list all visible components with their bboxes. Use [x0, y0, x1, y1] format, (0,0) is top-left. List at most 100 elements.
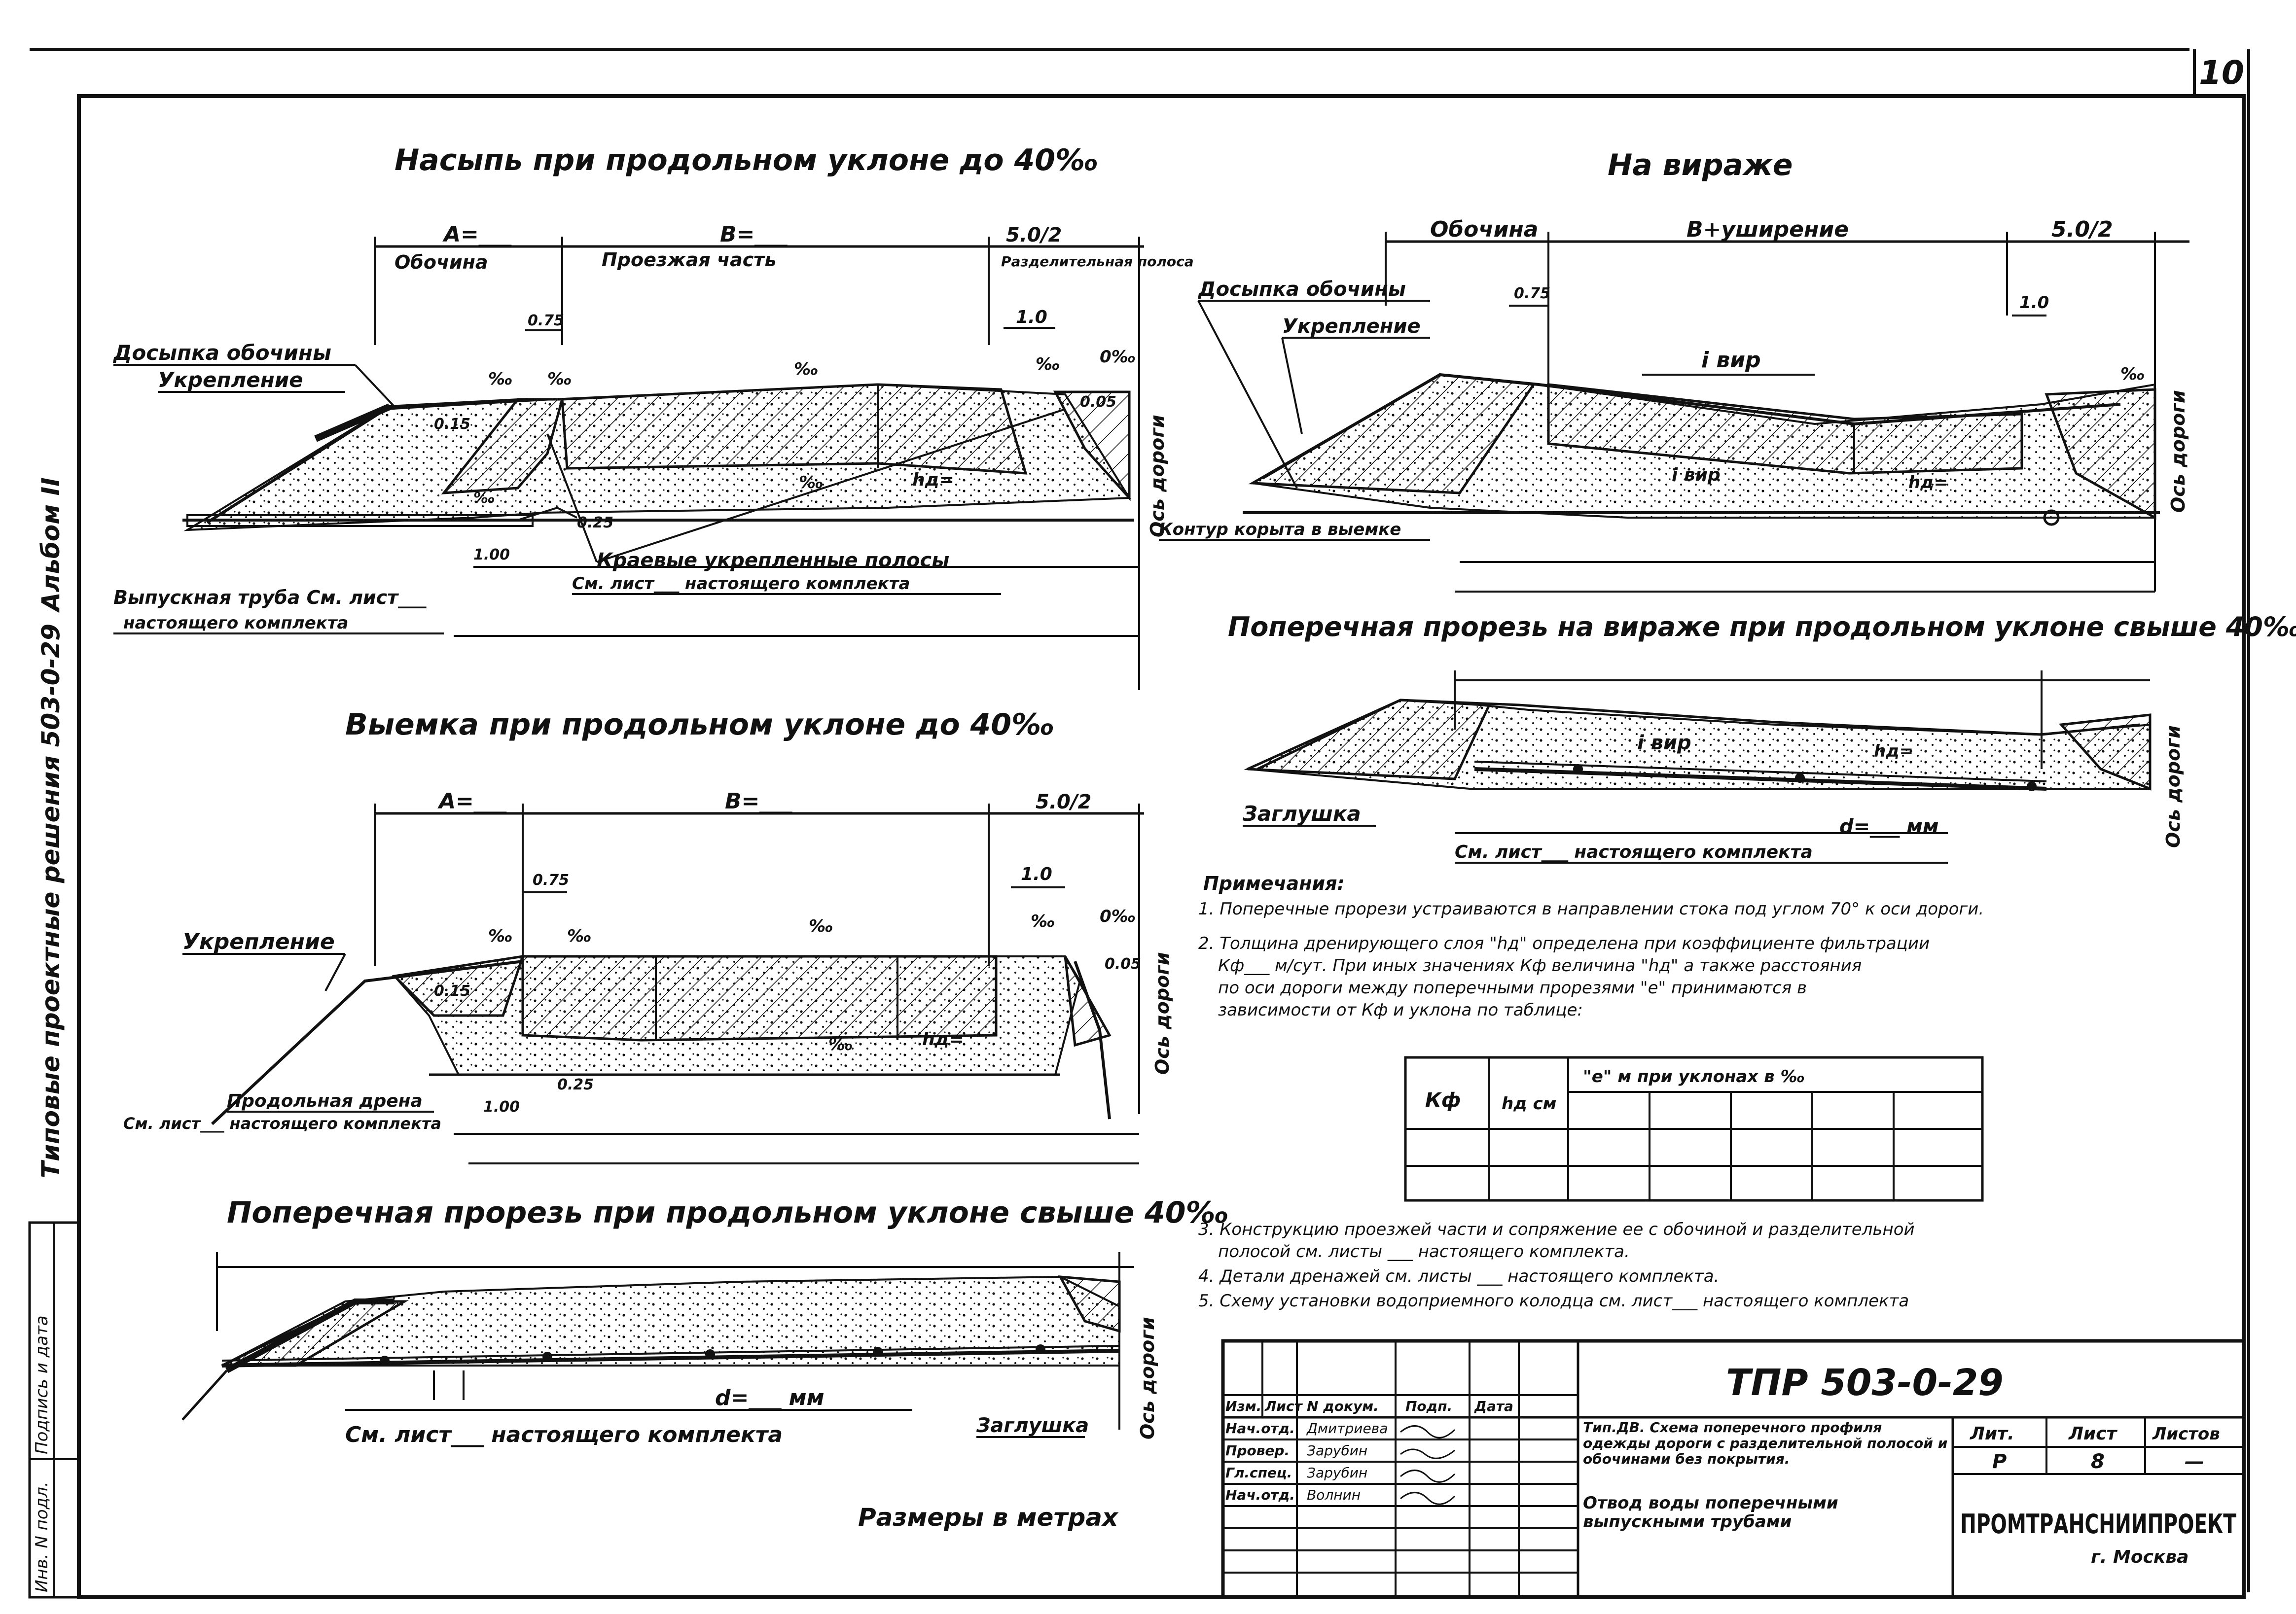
- emb-edge-ref: См. лист___ настоящего комплекта: [572, 574, 910, 594]
- trans-ref: См. лист___ настоящего комплекта: [345, 1422, 783, 1447]
- emb-slope-4: ‰: [1036, 354, 1060, 374]
- album-label: Альбом II: [36, 477, 65, 613]
- emb-dim-a: А=___: [442, 222, 512, 247]
- cut-005: 0.05: [1105, 955, 1141, 973]
- curve-i-vir: i вир: [1701, 348, 1761, 373]
- note-2d: зависимости от Кф и уклона по таблице:: [1218, 1000, 1583, 1020]
- curve-trans-hd: hд=: [1874, 741, 1913, 761]
- curve-shoulder: Обочина: [1430, 217, 1538, 242]
- curve-shoulder-fill: Досыпка обочины: [1197, 278, 1406, 301]
- curve-reinforcement: Укрепление: [1282, 315, 1421, 338]
- tb-v-sheets: —: [2185, 1450, 2204, 1473]
- emb-axis: Ось дороги: [1147, 415, 1168, 537]
- cut-dim-b: В=___: [725, 789, 792, 814]
- emb-dim-sep: 5.0/2: [1006, 224, 1062, 246]
- tb-name-4: Волнин: [1307, 1487, 1361, 1503]
- emb-zero-slope: 0‰: [1100, 347, 1136, 367]
- embankment-title: Насыпь при продольном уклоне до 40‰: [395, 143, 1098, 177]
- title-block: ТПР 503-0-29 Изм. Лист N докум. Подп. Да…: [1221, 1339, 2246, 1599]
- stamp-inv: Инв. N подл.: [32, 1481, 52, 1592]
- cut-dim-a: А=___: [437, 789, 507, 814]
- emb-slope-2: ‰: [547, 369, 572, 389]
- curve-title: На вираже: [1608, 148, 1793, 182]
- cut-title: Выемка при продольном уклоне до 40‰: [345, 707, 1054, 742]
- emb-005: 0.05: [1080, 393, 1116, 411]
- tb-h-lit: Лит.: [1970, 1424, 2014, 1444]
- note-2a: 2. Толщина дренирующего слоя "hд" опреде…: [1198, 934, 1930, 953]
- emb-075: 0.75: [528, 312, 564, 329]
- tb-city: г. Москва: [2091, 1547, 2188, 1567]
- tb-name-2: Зарубин: [1307, 1442, 1367, 1459]
- tb-v-sheet: 8: [2091, 1450, 2105, 1473]
- cut-075: 0.75: [533, 872, 569, 889]
- tb-col-doc: N докум.: [1307, 1398, 1379, 1414]
- notes-heading: Примечания:: [1203, 873, 1345, 894]
- emb-dim-b: В=___: [720, 222, 788, 247]
- tb-role-3: Гл.спец.: [1225, 1465, 1292, 1481]
- emb-edge-strips-label: Краевые укрепленные полосы: [597, 549, 949, 572]
- notes: Примечания: 1. Поперечные прорези устраи…: [1198, 873, 1984, 1311]
- emb-shoulder-label: Обочина: [395, 251, 488, 273]
- curve-i-vir-2: i вир: [1672, 465, 1721, 485]
- tb-col-date: Дата: [1474, 1398, 1513, 1414]
- curve-trans-title: Поперечная прорезь на вираже при продоль…: [1228, 611, 2296, 642]
- emb-10: 1.0: [1016, 307, 1047, 327]
- curve-trans-i-vir: i вир: [1637, 732, 1691, 754]
- tb-h-sheets: Листов: [2152, 1424, 2220, 1444]
- curve-slope: ‰: [2120, 364, 2145, 384]
- tb-desc-2: Отвод воды поперечными выпускными трубам…: [1583, 1494, 1838, 1532]
- emb-shoulder-fill-label: Досыпка обочины: [112, 341, 331, 365]
- tb-desc-1: Тип.ДВ. Схема поперечного профиля одежды…: [1583, 1420, 1948, 1467]
- table-h-kf: Кф: [1425, 1089, 1461, 1112]
- tb-col-izm: Изм.: [1225, 1398, 1261, 1414]
- cut-015: 0.15: [434, 982, 470, 1000]
- units-note: Размеры в метрах: [858, 1503, 1119, 1532]
- emb-separator-label: Разделительная полоса: [1001, 253, 1194, 270]
- curve-trough: Контур корыта в выемке: [1159, 520, 1401, 539]
- stamp-sign: Подпись и дата: [32, 1315, 52, 1454]
- transverse-section: Поперечная прорезь при продольном уклоне…: [181, 1195, 1229, 1532]
- tb-col-list: Лист: [1264, 1398, 1303, 1414]
- curve-widening: В+уширение: [1686, 217, 1849, 242]
- emb-hd: hд=: [912, 470, 954, 490]
- emb-outlet-ref: настоящего комплекта: [123, 613, 349, 633]
- cut-drain-ref: См. лист___ настоящего комплекта: [123, 1114, 441, 1133]
- emb-carriageway-label: Проезжая часть: [602, 249, 776, 271]
- trans-plug-label: Заглушка: [976, 1414, 1089, 1437]
- cut-10: 1.0: [1021, 864, 1052, 884]
- tb-role-4: Нач.отд.: [1225, 1487, 1295, 1503]
- sheet-frame: 10: [30, 48, 2250, 1599]
- emb-outlet-label: Выпускная труба См. лист___: [113, 587, 427, 608]
- table-h-hd: hд см: [1502, 1094, 1556, 1114]
- cut-zero-slope: 0‰: [1100, 907, 1136, 926]
- emb-015: 0.15: [434, 416, 470, 433]
- curve-10: 1.0: [2019, 293, 2049, 313]
- signature-3: [1400, 1470, 1456, 1483]
- tb-name-1: Дмитриева: [1306, 1420, 1388, 1437]
- curve-axis: Ось дороги: [2167, 390, 2189, 513]
- cut-slope-2: ‰: [567, 926, 591, 946]
- curve-trans-axis: Ось дороги: [2162, 725, 2184, 848]
- filtration-table: Кф hд см "е" м при уклонах в ‰: [1404, 1056, 1984, 1202]
- note-1: 1. Поперечные прорези устраиваются в нап…: [1198, 899, 1984, 919]
- tb-role-1: Нач.отд.: [1225, 1420, 1295, 1437]
- cut-reinforcement-label: Укрепление: [182, 929, 335, 954]
- cut-dim-sep: 5.0/2: [1036, 791, 1091, 813]
- trans-dim-d: d=___ мм: [715, 1385, 825, 1410]
- emb-100: 1.00: [473, 546, 510, 563]
- tb-name-3: Зарубин: [1307, 1465, 1367, 1481]
- note-2c: по оси дороги между поперечными прорезям…: [1218, 978, 1807, 998]
- note-4: 4. Детали дренажей см. листы ___ настоящ…: [1198, 1266, 1719, 1286]
- cut-slope-3: ‰: [809, 916, 833, 936]
- emb-slope-3: ‰: [794, 359, 818, 379]
- cut-025: 0.25: [557, 1076, 594, 1093]
- tb-col-sign: Подп.: [1405, 1398, 1452, 1414]
- table-h-e: "е" м при уклонах в ‰: [1583, 1067, 1805, 1087]
- cut-hd: hд=: [922, 1029, 964, 1050]
- curve-section: На вираже Обочина В+уширение 5.0/2 0.75 …: [1159, 148, 2189, 593]
- cut-drain-label: Продольная дрена: [227, 1091, 423, 1111]
- emb-slope-6: ‰: [473, 490, 495, 507]
- tb-v-lit: Р: [1992, 1450, 2007, 1473]
- series-label: Типовые проектные решения 503-0-29: [36, 624, 65, 1178]
